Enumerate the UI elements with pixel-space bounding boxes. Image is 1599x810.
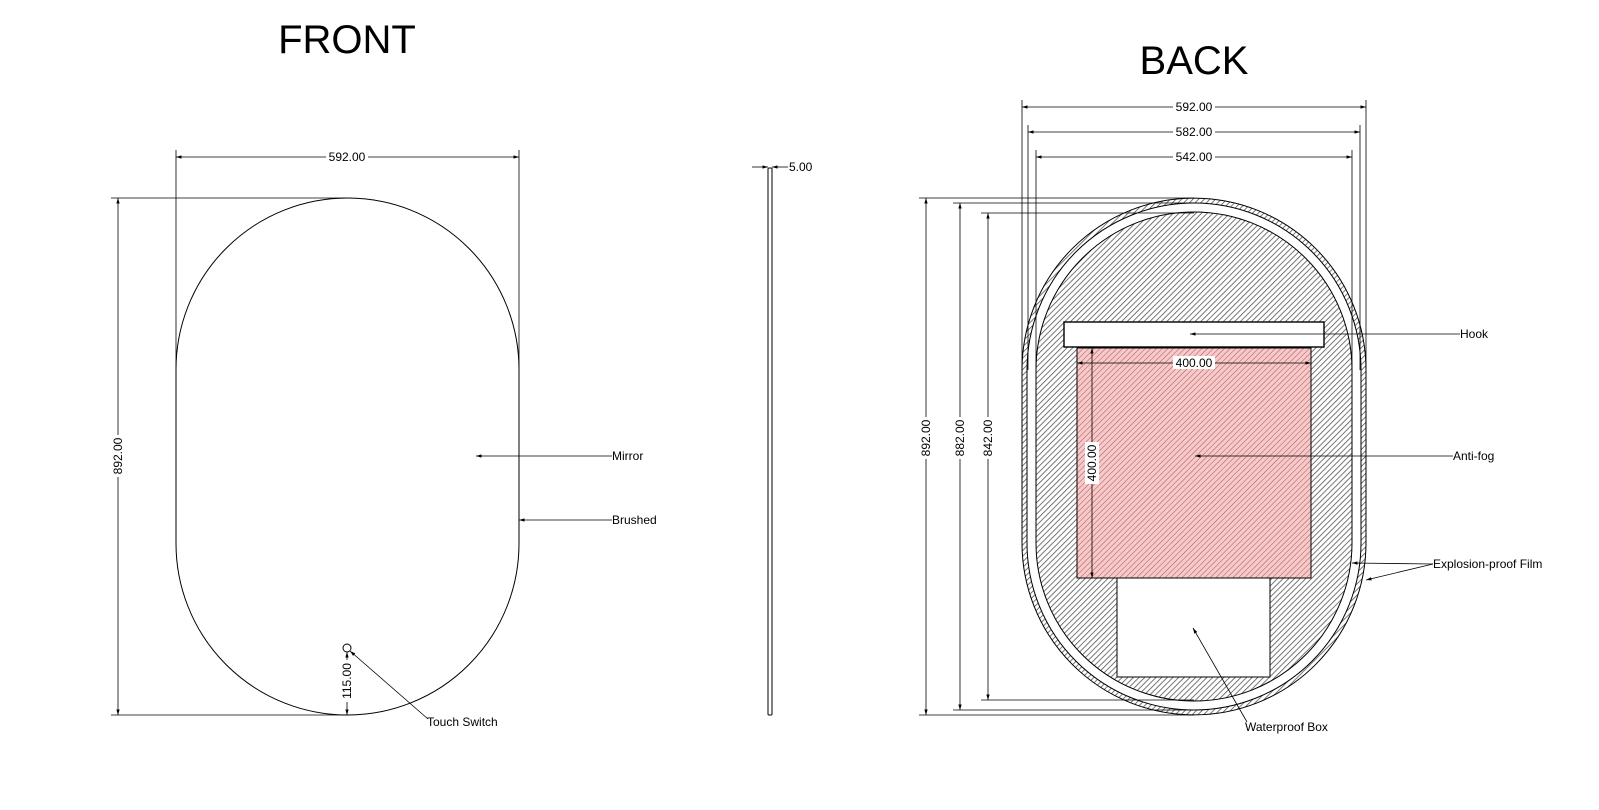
anti-fog-pad	[1076, 347, 1312, 579]
back-width-label-582: 582.00	[1176, 125, 1213, 139]
anti-fog-label: Anti-fog	[1453, 449, 1494, 463]
antifog-width-label: 400.00	[1176, 356, 1213, 370]
hook-label: Hook	[1460, 327, 1489, 341]
side-profile	[767, 167, 773, 716]
back-height-label-842: 842.00	[981, 419, 995, 456]
front-height-label: 892.00	[111, 437, 125, 474]
front-title: FRONT	[278, 18, 416, 62]
back-width-label-542: 542.00	[1176, 150, 1213, 164]
touch-switch-label: Touch Switch	[427, 715, 498, 729]
touch-switch-icon	[342, 643, 352, 653]
waterproof-box	[1116, 577, 1271, 678]
explosion-proof-film-label: Explosion-proof Film	[1433, 557, 1542, 571]
back-width-label-592: 592.00	[1176, 100, 1213, 114]
antifog-height-label: 400.00	[1085, 444, 1099, 481]
waterproof-box-label: Waterproof Box	[1245, 720, 1328, 734]
back-title: BACK	[1140, 39, 1249, 83]
mirror-label: Mirror	[612, 449, 643, 463]
front-width-label: 592.00	[329, 150, 366, 164]
back-view: 592.00 582.00 542.00 892.00 882.00 842.0…	[919, 100, 1542, 734]
brushed-label: Brushed	[612, 513, 657, 527]
back-height-label-882: 882.00	[953, 419, 967, 456]
thickness-label: 5.00	[789, 160, 813, 174]
hook-bar	[1063, 321, 1325, 348]
front-mirror-outline	[175, 197, 520, 716]
side-view: 5.00	[752, 160, 813, 716]
switch-distance-label: 115.00	[340, 663, 354, 699]
front-view: 592.00 892.00 115.00 Touch Switch Mirror…	[111, 150, 657, 729]
back-height-label-892: 892.00	[919, 419, 933, 456]
